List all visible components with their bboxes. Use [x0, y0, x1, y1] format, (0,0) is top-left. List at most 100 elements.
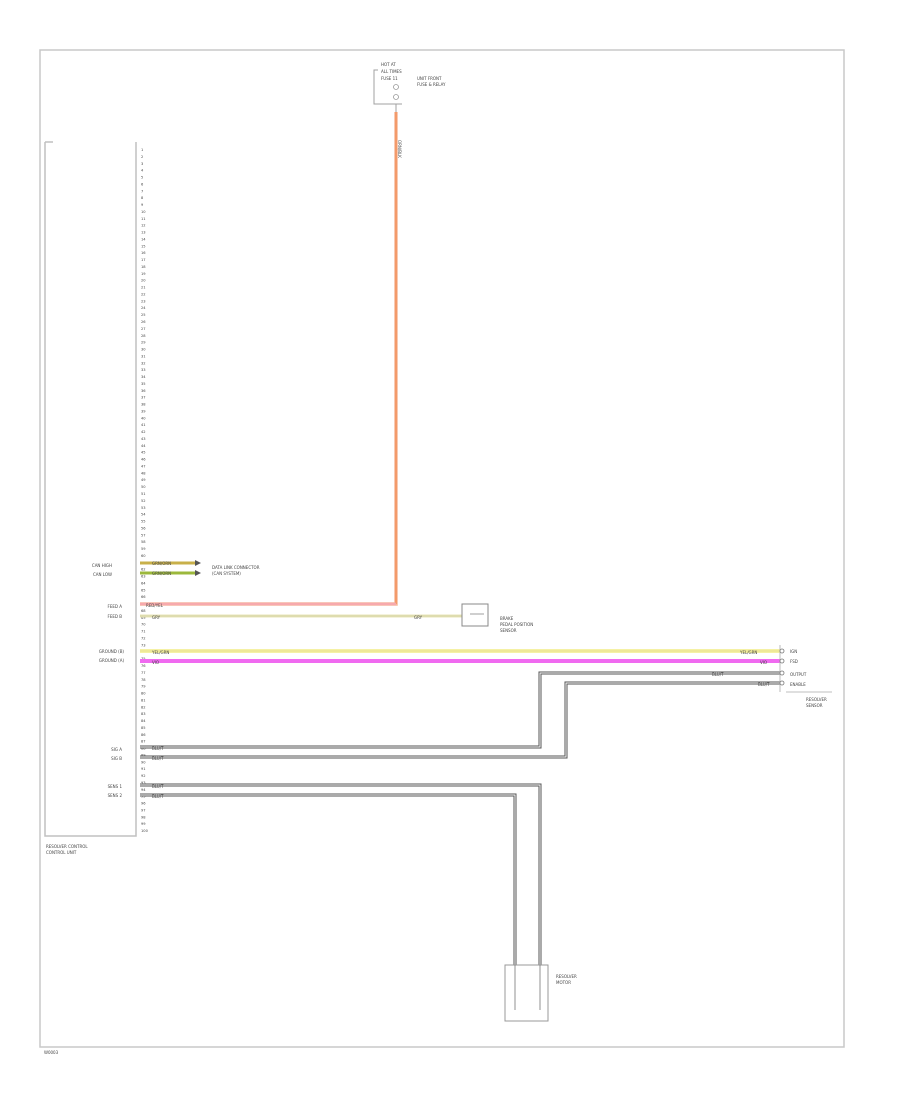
module-pin-number: 68 — [141, 609, 146, 613]
module-pin-numbers: 1234567891011121314151617181920212223242… — [141, 148, 149, 833]
wire-label-w7b: VIO — [760, 660, 767, 665]
module-pin-number: 21 — [141, 286, 146, 290]
module-pin-number: 33 — [141, 368, 146, 372]
diagram-border — [39, 49, 845, 1048]
wire-label-w5b: GRY — [414, 615, 423, 620]
diagram-code: W0003 — [44, 1050, 59, 1055]
module-pin-number: 81 — [141, 698, 146, 702]
module-pin-number: 88 — [141, 747, 146, 751]
module-pin-number: 34 — [141, 375, 146, 379]
label-ground-b: GROUND (B) — [99, 649, 125, 654]
module-pin-number: 39 — [141, 409, 146, 413]
module-pin-number: 2 — [141, 155, 143, 159]
wire-label-w9b: BLU/T — [758, 682, 770, 687]
module-pin-number: 83 — [141, 712, 146, 716]
module-pin-number: 99 — [141, 822, 146, 826]
module-pin-number: 72 — [141, 637, 146, 641]
module-pin-number: 63 — [141, 575, 146, 579]
module-pin-number: 1 — [141, 148, 143, 152]
brake-sensor: BRAKE PEDAL POSITION SENSOR — [461, 603, 533, 633]
module-pin-number: 35 — [141, 382, 146, 386]
wire-orange-pink — [140, 112, 398, 606]
module-pin-number: 43 — [141, 437, 146, 441]
module-pin-number: 5 — [141, 176, 143, 180]
module-pin-number: 13 — [141, 231, 146, 235]
module-pin-number: 23 — [141, 299, 146, 303]
module-name-2: CONTROL UNIT — [46, 850, 77, 855]
module-pin-number: 29 — [141, 341, 146, 345]
module-pin-number: 79 — [141, 685, 146, 689]
fuse-label-2: ALL TIMES — [381, 69, 402, 74]
wire-label-w8b: BLU/T — [712, 672, 724, 677]
right-pin-2: FSD — [790, 659, 798, 664]
module-pin-number: 32 — [141, 361, 146, 365]
wire-label-w10: BLU/T — [152, 784, 164, 789]
wire-sens-1 — [140, 783, 542, 965]
module-pin-number: 93 — [141, 781, 146, 785]
can-connector-2: (CAN SYSTEM) — [212, 571, 241, 576]
bottom-comp-2: MOTOR — [556, 980, 571, 985]
right-pin-4: ENABLE — [790, 682, 806, 687]
module-pin-number: 28 — [141, 334, 146, 338]
module-pin-number: 76 — [141, 664, 146, 668]
module-pin-number: 4 — [141, 169, 144, 173]
module-pin-number: 84 — [141, 719, 146, 723]
wire-label-w3: ORN/BLK — [397, 140, 402, 158]
module-pin-number: 41 — [141, 423, 146, 427]
module-pin-number: 53 — [141, 506, 146, 510]
module-pin-number: 40 — [141, 416, 146, 420]
fuse-label-3: FUSE 11 — [381, 76, 398, 81]
module-pin-number: 10 — [141, 210, 146, 214]
module-pin-number: 66 — [141, 595, 146, 599]
module-pin-number: 19 — [141, 272, 146, 276]
module-pin-number: 22 — [141, 293, 146, 297]
module-pin-number: 6 — [141, 182, 144, 186]
module-pin-number: 20 — [141, 279, 146, 283]
module-pin-number: 51 — [141, 492, 146, 496]
module-pin-number: 64 — [141, 581, 146, 585]
module-pin-number: 56 — [141, 526, 146, 530]
module-pin-number: 12 — [141, 224, 146, 228]
fuse-label-1: HOT AT — [381, 62, 396, 67]
module-pin-number: 58 — [141, 540, 146, 544]
module-pin-number: 42 — [141, 430, 146, 434]
module-pin-number: 27 — [141, 327, 146, 331]
label-sig-b: SIG B — [111, 756, 122, 761]
wire-label-w6: YEL/GRN — [151, 650, 169, 655]
module-pin-number: 45 — [141, 451, 146, 455]
wires: ORN/BLK RED/YEL GRN/ORN GRN/ORN DATA LIN… — [140, 112, 780, 965]
wire-label-w11: BLU/T — [152, 794, 164, 799]
module-pin-number: 95 — [141, 795, 146, 799]
left-labels: CAN HIGH CAN LOW FEED A FEED B GROUND (B… — [92, 563, 125, 798]
label-feed-b: FEED B — [108, 614, 123, 619]
wire-label-w2: GRN/ORN — [152, 571, 171, 576]
module-pin-number: 78 — [141, 678, 146, 682]
label-sens-2: SENS 2 — [108, 793, 123, 798]
module-pin-number: 31 — [141, 354, 146, 358]
module-pin-number: 82 — [141, 705, 146, 709]
module-pin-number: 48 — [141, 471, 146, 475]
label-sig-a: SIG A — [111, 747, 122, 752]
module-pin-number: 71 — [141, 630, 146, 634]
module-pin-number: 85 — [141, 726, 146, 730]
module-pin-number: 90 — [141, 760, 146, 764]
top-fuse-component: HOT AT ALL TIMES FUSE 11 UNIT FRONT FUSE… — [373, 62, 446, 112]
module-pin-number: 7 — [141, 189, 143, 193]
control-module: RESOLVER CONTROL CONTROL UNIT — [44, 141, 137, 855]
module-pin-number: 59 — [141, 547, 146, 551]
bottom-component: RESOLVER MOTOR — [504, 964, 577, 1022]
right-pin-3: OUTPUT — [790, 672, 807, 677]
module-pin-number: 17 — [141, 258, 146, 262]
right-comp-2: SENSOR — [806, 703, 823, 708]
module-pin-number: 96 — [141, 802, 146, 806]
wire-label-w1: GRN/ORN — [152, 561, 171, 566]
module-pin-number: 46 — [141, 458, 146, 462]
module-pin-number: 87 — [141, 740, 146, 744]
bottom-comp-1: RESOLVER — [556, 974, 577, 979]
module-pin-number: 3 — [141, 162, 143, 166]
module-pin-number: 91 — [141, 767, 146, 771]
module-pin-number: 77 — [141, 671, 146, 675]
module-pin-number: 86 — [141, 733, 146, 737]
sensor-desc-2: PEDAL POSITION — [500, 622, 533, 627]
